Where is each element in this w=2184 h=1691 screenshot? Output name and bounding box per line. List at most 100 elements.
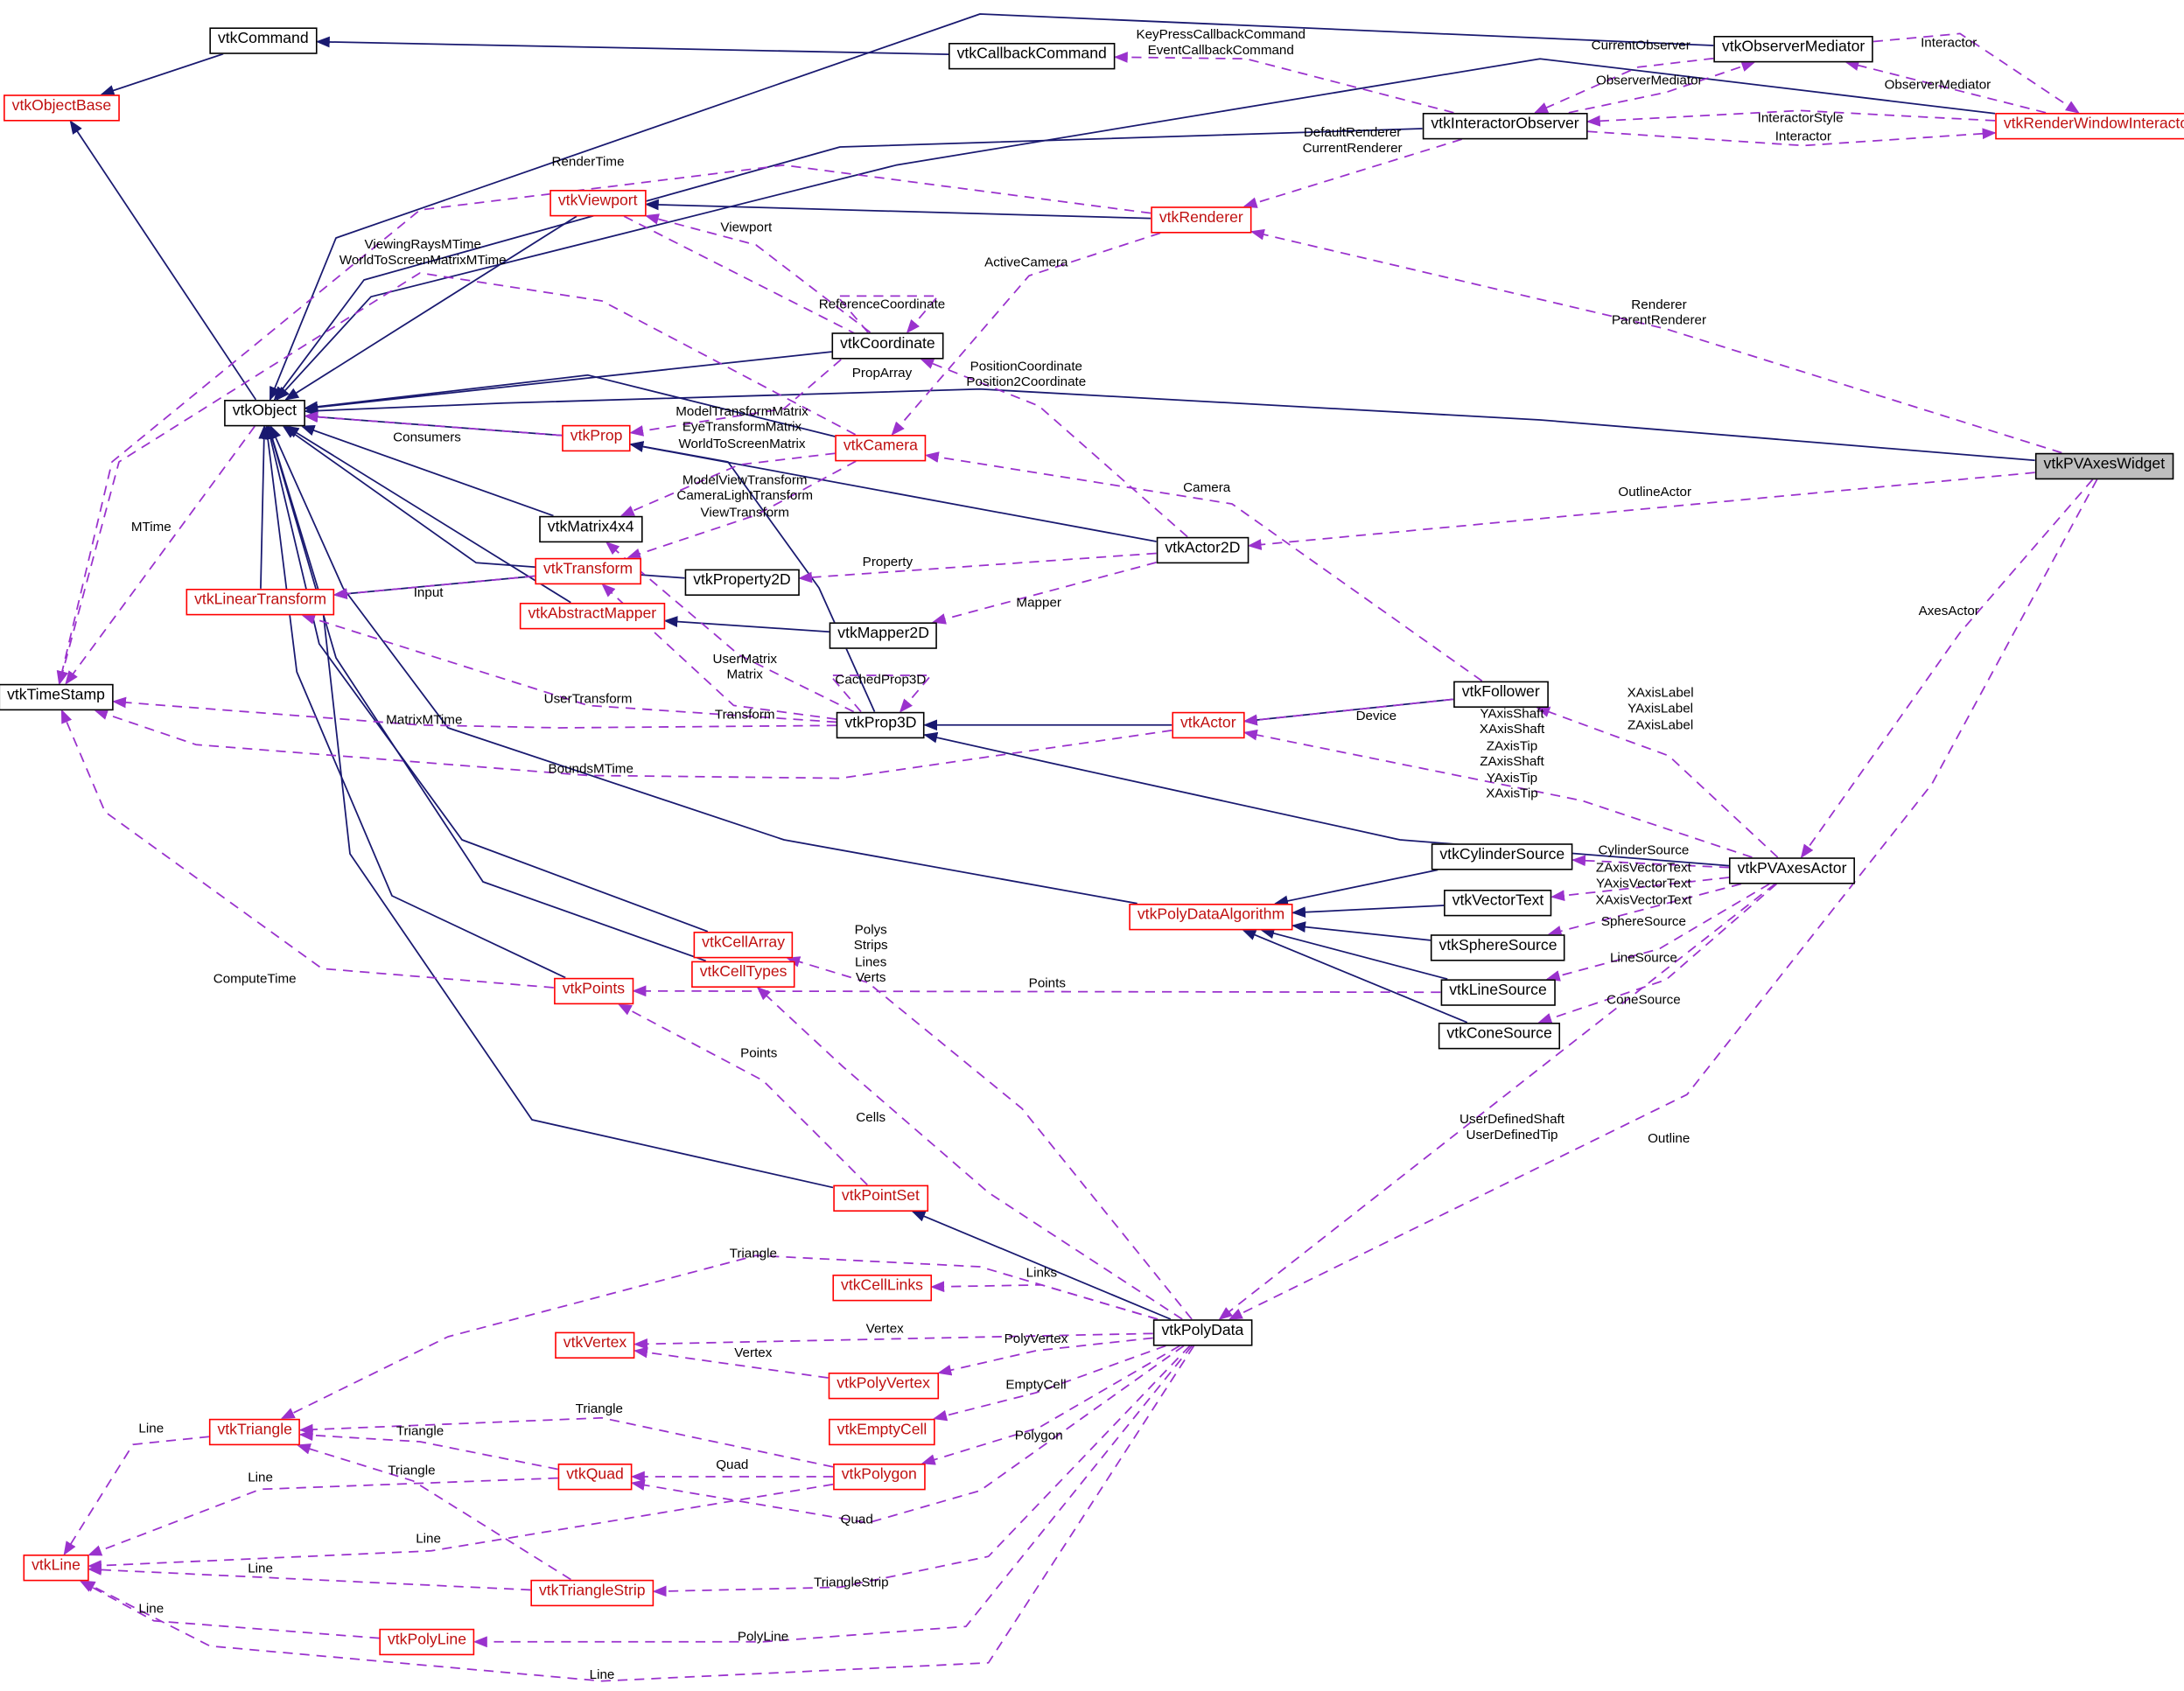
node-vtkline[interactable]: vtkLine xyxy=(23,1555,89,1581)
edge-vtkpvaxeswidget-vtkpolydata xyxy=(1228,479,2098,1320)
node-vtkabstractmapper[interactable]: vtkAbstractMapper xyxy=(519,603,665,629)
node-vtktransform[interactable]: vtkTransform xyxy=(535,557,641,584)
node-vtkobject[interactable]: vtkObject xyxy=(224,400,305,426)
node-vtkobservermediator[interactable]: vtkObserverMediator xyxy=(1713,36,1873,62)
node-vtkviewport[interactable]: vtkViewport xyxy=(550,190,647,216)
node-vtktriangle[interactable]: vtkTriangle xyxy=(208,1418,301,1445)
node-vtkcylindersource[interactable]: vtkCylinderSource xyxy=(1431,843,1573,870)
node-vtkmatrix4x4[interactable]: vtkMatrix4x4 xyxy=(539,515,643,542)
edge-vtkobservermediator-vtkobject xyxy=(269,13,1714,402)
edge-vtkobject-vtktimestamp xyxy=(65,425,256,685)
node-vtkpoints[interactable]: vtkPoints xyxy=(554,977,634,1004)
node-vtkcoordinate[interactable]: vtkCoordinate xyxy=(831,332,944,360)
edge-vtkviewport-vtkprop xyxy=(623,215,866,437)
edge-vtkpvaxesactor-vtkvectortext xyxy=(1550,877,1730,902)
edge-vtkabstractmapper-vtkobject xyxy=(284,425,571,604)
edge-vtkpvaxeswidget-vtkactor2d xyxy=(1247,472,2035,550)
node-vtkconesource[interactable]: vtkConeSource xyxy=(1438,1023,1561,1049)
node-vtkcellarray[interactable]: vtkCellArray xyxy=(693,932,794,958)
node-vtkinteractorobserver[interactable]: vtkInteractorObserver xyxy=(1422,113,1588,139)
node-vtkmapper2d[interactable]: vtkMapper2D xyxy=(829,622,938,649)
node-vtktimestamp[interactable]: vtkTimeStamp xyxy=(0,683,114,710)
node-vtkvectortext[interactable]: vtkVectorText xyxy=(1444,890,1552,916)
node-vtkcommand[interactable]: vtkCommand xyxy=(209,27,318,54)
node-vtkpvaxeswidget[interactable]: vtkPVAxesWidget xyxy=(2034,452,2174,479)
edge-vtkpolydata-vtkpolyline xyxy=(472,1345,1193,1648)
edge-vtkpoints-vtktimestamp xyxy=(60,709,554,989)
edge-vtkpolygon-vtktriangle xyxy=(298,1416,834,1468)
edge-vtkpolydata-vtkpointset xyxy=(911,1210,1172,1320)
node-vtkprop3d[interactable]: vtkProp3D xyxy=(836,711,926,738)
node-vtkpolydata[interactable]: vtkPolyData xyxy=(1152,1319,1252,1346)
edge-vtkpolyline-vtkline xyxy=(79,1580,380,1639)
edge-vtkpvaxesactor-vtkprop3d xyxy=(923,731,1730,867)
node-vtkspheresource[interactable]: vtkSphereSource xyxy=(1430,934,1566,961)
edge-vtkcommand-vtkobjectbase xyxy=(100,52,224,96)
edge-vtktransform-vtklineartransform xyxy=(332,575,536,600)
node-vtkemptycell[interactable]: vtkEmptyCell xyxy=(829,1418,935,1445)
node-vtkpolyvertex[interactable]: vtkPolyVertex xyxy=(828,1373,939,1399)
edge-vtkfollower-vtkactor xyxy=(1242,698,1453,726)
edge-vtkinteractorobserver-vtkobject xyxy=(273,128,1423,402)
node-vtkcelltypes[interactable]: vtkCellTypes xyxy=(691,961,796,988)
edge-vtkrenderwindowinteractor-vtkobject xyxy=(276,58,1996,401)
node-vtkpointset[interactable]: vtkPointSet xyxy=(833,1184,928,1212)
node-vtkobjectbase[interactable]: vtkObjectBase xyxy=(4,94,120,122)
node-vtkpolygon[interactable]: vtkPolygon xyxy=(833,1464,926,1490)
edge-vtkcylindersource-vtkpolydataalgorithm xyxy=(1274,869,1438,907)
edge-vtkpolydata-vtkvertex xyxy=(634,1332,1153,1350)
edge-vtkcamera-vtkobject xyxy=(304,374,836,437)
edge-vtkcellarray-vtkobject xyxy=(265,424,709,933)
edge-vtkmapper2d-vtkabstractmapper xyxy=(663,616,830,633)
node-vtklinesource[interactable]: vtkLineSource xyxy=(1440,979,1556,1006)
node-vtkactor2d[interactable]: vtkActor2D xyxy=(1156,536,1250,563)
edge-vtkactor2d-vtkproperty2d xyxy=(798,552,1157,583)
edge-vtkrenderwindowinteractor-vtkinteractorobserver xyxy=(1586,109,1996,127)
edge-vtkprop3d-vtklineartransform xyxy=(301,613,837,723)
edge-vtkpvaxeswidget-vtkpvaxesactor xyxy=(1800,479,2094,859)
edge-vtkmatrix4x4-vtkobject xyxy=(300,425,554,517)
edge-vtklinesource-vtkpoints xyxy=(632,985,1441,997)
edge-vtkcamera-vtktimestamp xyxy=(57,272,857,686)
edge-vtkpolygon-vtkline xyxy=(88,1483,834,1571)
node-vtklineartransform[interactable]: vtkLinearTransform xyxy=(186,589,335,615)
node-vtkactor[interactable]: vtkActor xyxy=(1172,711,1245,738)
node-vtkrenderwindowinteractor[interactable]: vtkRenderWindowInteractor xyxy=(1995,113,2184,139)
edge-vtkpolydata-vtkemptycell xyxy=(933,1345,1166,1422)
edge-vtkprop3d-vtkprop3d xyxy=(829,674,932,713)
edge-vtkspheresource-vtkpolydataalgorithm xyxy=(1292,921,1432,941)
edge-vtkcelltypes-vtkobject xyxy=(266,424,707,962)
edge-vtkinteractorobserver-vtkcallbackcommand xyxy=(1113,52,1454,114)
edge-vtkpolydata-vtktriangle xyxy=(280,1254,1158,1420)
node-vtkcamera[interactable]: vtkCamera xyxy=(835,435,927,461)
node-vtkcelllinks[interactable]: vtkCellLinks xyxy=(832,1275,932,1301)
edge-vtktriangle-vtkline xyxy=(63,1436,210,1556)
edge-vtkviewport-vtkobject xyxy=(284,215,578,401)
edge-vtkfollower-vtkcamera xyxy=(924,451,1483,682)
edge-vtkrenderer-vtkviewport xyxy=(644,199,1152,220)
node-vtkvertex[interactable]: vtkVertex xyxy=(555,1331,635,1359)
edge-vtkpvaxesactor-vtkpolydata xyxy=(1218,883,1776,1320)
edge-vtkinteractorobserver-vtkrenderer xyxy=(1242,138,1462,208)
node-vtkquad[interactable]: vtkQuad xyxy=(557,1464,633,1490)
node-vtkrenderer[interactable]: vtkRenderer xyxy=(1151,206,1252,234)
node-vtkpvaxesactor[interactable]: vtkPVAxesActor xyxy=(1728,857,1856,884)
edge-vtkquad-vtkline xyxy=(88,1477,558,1556)
node-vtkpolyline[interactable]: vtkPolyLine xyxy=(379,1628,475,1655)
node-vtkpolydataalgorithm[interactable]: vtkPolyDataAlgorithm xyxy=(1129,904,1293,930)
node-vtkfollower[interactable]: vtkFollower xyxy=(1453,681,1549,708)
node-vtktrianglestrip[interactable]: vtkTriangleStrip xyxy=(530,1579,654,1606)
node-vtkprop[interactable]: vtkProp xyxy=(562,424,632,451)
node-vtkcallbackcommand[interactable]: vtkCallbackCommand xyxy=(948,43,1116,69)
node-vtkproperty2d[interactable]: vtkProperty2D xyxy=(684,569,800,596)
edge-vtkobservermediator-vtkrenderwindowinteractor xyxy=(1872,32,2080,114)
edge-vtkrenderer-vtktimestamp xyxy=(56,164,1152,686)
edge-vtkpvaxesactor-vtklinesource xyxy=(1545,883,1770,982)
edge-vtkcallbackcommand-vtkcommand xyxy=(315,36,949,55)
edge-vtkcoordinate-vtkobject xyxy=(304,351,832,413)
edge-vtkvectortext-vtkpolydataalgorithm xyxy=(1292,905,1445,919)
edge-vtkpolydataalgorithm-vtkobject xyxy=(270,424,1138,905)
